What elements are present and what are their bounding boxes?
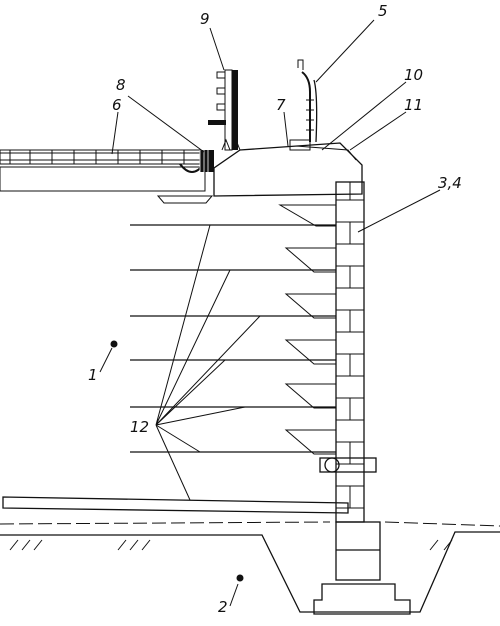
label-8: 8 xyxy=(116,76,126,94)
label-5: 5 xyxy=(378,2,388,20)
foundation xyxy=(313,521,411,615)
label-9: 9 xyxy=(200,10,210,28)
reinforcement-strips xyxy=(130,224,336,453)
drain-gutter xyxy=(179,150,214,173)
label-7: 7 xyxy=(276,96,286,114)
ground-line xyxy=(0,521,500,613)
base-drain-layer xyxy=(2,496,349,514)
fill-wedges xyxy=(278,204,337,455)
label-1: 1 xyxy=(88,366,98,384)
label-3-4: 3,4 xyxy=(438,174,462,192)
facing-wall xyxy=(319,181,377,523)
road-pavement xyxy=(0,149,206,192)
label-11: 11 xyxy=(404,96,423,114)
label-10: 10 xyxy=(404,66,423,84)
bearing-pad xyxy=(156,195,214,204)
guardrail-post xyxy=(208,69,241,151)
concrete-coping xyxy=(213,139,363,197)
label-6: 6 xyxy=(112,96,122,114)
label-2: 2 xyxy=(218,598,228,616)
soil-marker-dot xyxy=(236,574,244,582)
label-12: 12 xyxy=(130,418,149,436)
lighting-post xyxy=(297,59,318,143)
leader-lines xyxy=(99,19,441,607)
fill-marker-dot xyxy=(110,340,118,348)
